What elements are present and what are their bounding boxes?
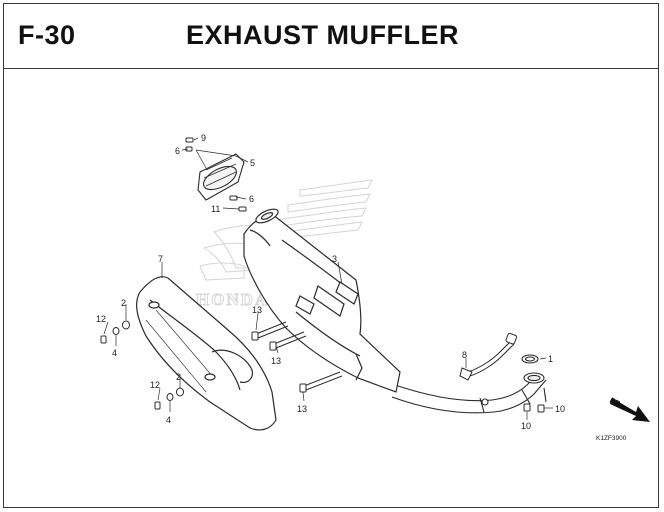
muffler-protector — [136, 276, 277, 431]
pipe-nuts — [523, 403, 545, 413]
callout-10-right: 10 — [555, 404, 565, 414]
watermark-brand-text: HONDA — [196, 290, 269, 309]
callout-6-upper: 6 — [175, 146, 180, 156]
sheet-border — [3, 3, 659, 508]
callout-10-left: 10 — [521, 421, 531, 431]
callout-6-lower: 6 — [249, 194, 254, 204]
page-code: F-30 — [18, 20, 76, 50]
callout-3: 3 — [332, 254, 337, 264]
diagram-code: K1ZF3900 — [596, 435, 627, 442]
exhaust-flange — [521, 372, 547, 405]
oxygen-sensor — [459, 332, 518, 381]
callout-11: 11 — [211, 204, 220, 214]
callout-7: 7 — [158, 254, 163, 264]
exhaust-pipe — [391, 373, 547, 414]
callout-12-upper: 12 — [96, 314, 106, 324]
muffler-body — [243, 208, 401, 393]
callout-5: 5 — [250, 158, 255, 168]
callout-2-upper: 2 — [121, 298, 126, 308]
callout-12-lower: 12 — [150, 380, 160, 390]
callout-8: 8 — [462, 350, 467, 360]
callout-1: 1 — [548, 354, 553, 364]
exhaust-gasket — [521, 354, 539, 364]
callout-2-lower: 2 — [176, 372, 181, 382]
protector-bolts — [100, 320, 184, 410]
header-divider — [3, 68, 659, 69]
muffler-end-cover — [197, 153, 245, 201]
muffler-mount-bolts — [251, 321, 343, 393]
callout-13-middle: 13 — [271, 356, 281, 366]
callout-9: 9 — [201, 133, 206, 143]
callout-13-upper: 13 — [252, 305, 262, 315]
cover-screws — [185, 137, 247, 212]
leader-lines — [103, 137, 553, 420]
page-title: EXHAUST MUFFLER — [186, 20, 459, 50]
callout-13-lower: 13 — [297, 404, 307, 414]
front-direction-arrow-icon: FR. — [608, 396, 650, 422]
callout-4-lower: 4 — [166, 415, 171, 425]
callout-4-upper: 4 — [112, 348, 117, 358]
